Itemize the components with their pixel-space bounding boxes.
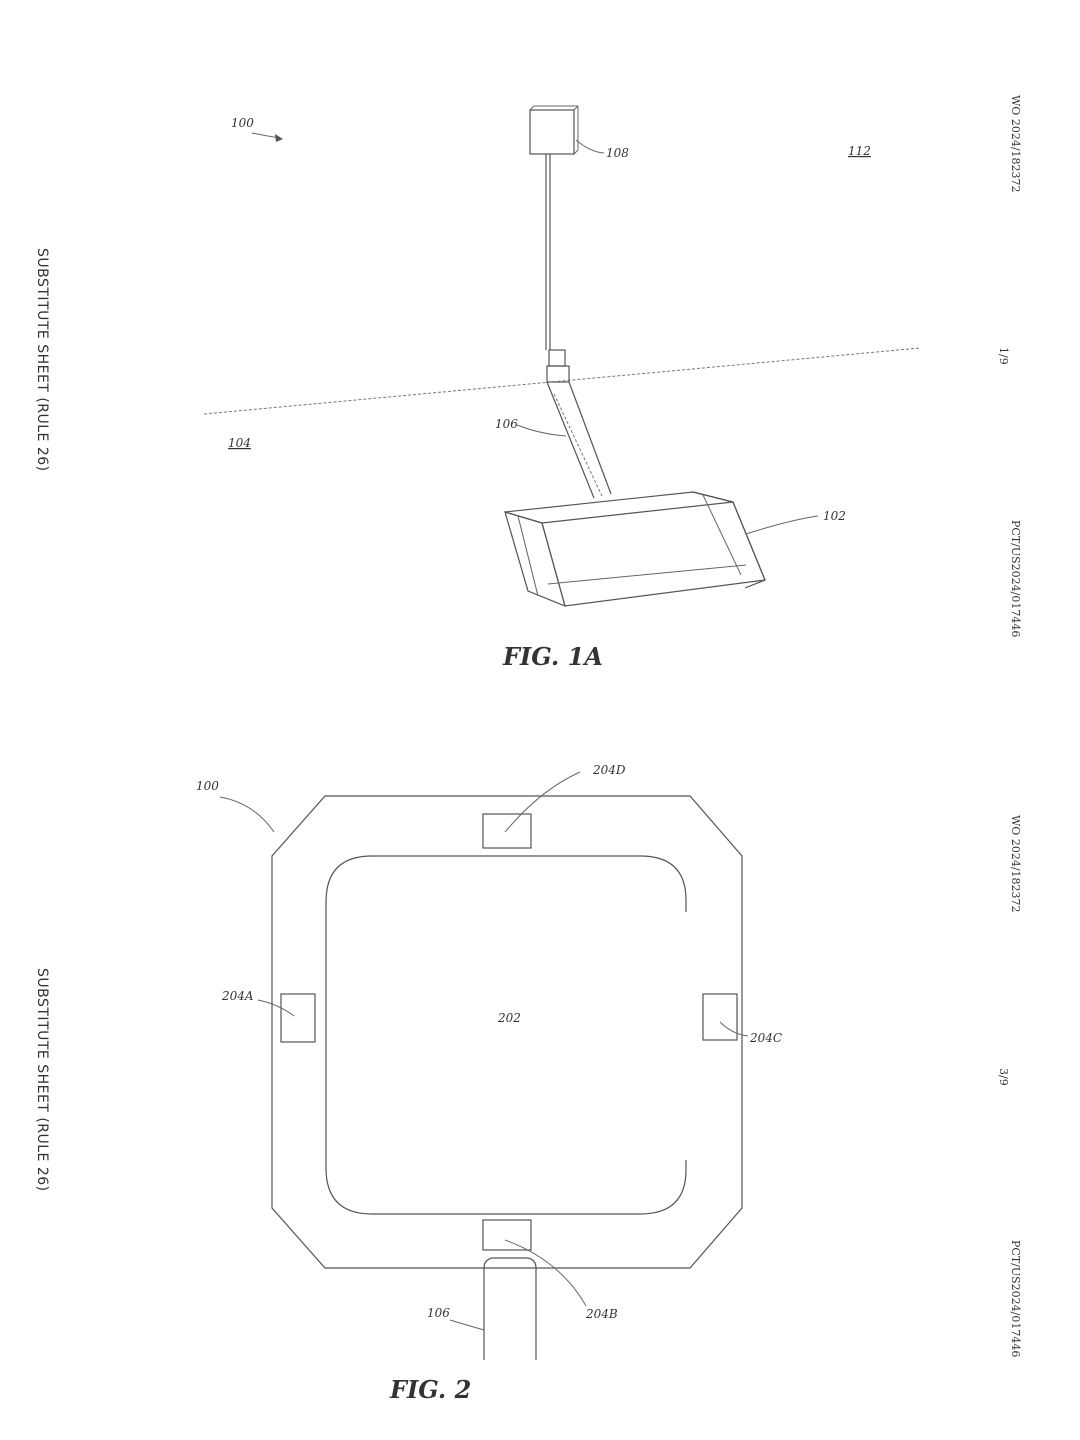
ref-100-label: 100: [231, 116, 254, 130]
base-unit-108: [529, 105, 579, 155]
surface-line: [203, 347, 921, 415]
tether-106: [546, 381, 612, 499]
pub-number-bottom: WO 2024/182372: [1009, 815, 1022, 913]
ref-204c-label: 204C: [749, 1031, 782, 1045]
caption-fig-1a: FIG. 1A: [502, 642, 603, 671]
ref-204b-label: 204B: [585, 1307, 618, 1321]
ref-204c-leader: [719, 1021, 749, 1037]
ref-100-leader-fig2: [219, 796, 275, 833]
ref-106-leader-1a: [516, 424, 567, 437]
sensor-204b: [482, 1219, 532, 1251]
page-number-top: 1/9: [997, 347, 1010, 365]
sensor-204a: [280, 993, 316, 1043]
figure-2: 100 202 204D 204A 204C 204B 106 FIG. 2: [196, 763, 782, 1404]
ref-204d-leader: [504, 771, 581, 833]
ref-106-label-1a: 106: [495, 417, 518, 431]
sensor-204d: [482, 813, 532, 849]
ref-108-leader: [575, 139, 605, 154]
app-number-bottom: PCT/US2024/017446: [1009, 1240, 1022, 1357]
page-number-bottom: 3/9: [997, 1068, 1010, 1086]
ref-204d-label: 204D: [592, 763, 626, 777]
ref-202-label: 202: [497, 1011, 521, 1025]
inner-panel-202: [325, 855, 687, 1215]
ref-204b-leader: [504, 1239, 587, 1307]
connector-upper: [548, 349, 566, 367]
ref-108-label: 108: [606, 146, 629, 160]
ref-104-label: 104: [228, 436, 251, 450]
side-label-bottom: SUBSTITUTE SHEET (RULE 26): [34, 968, 50, 1192]
ref-204a-label: 204A: [221, 989, 254, 1003]
ref-112-label: 112: [848, 144, 871, 158]
caption-fig-2: FIG. 2: [389, 1375, 471, 1404]
pub-number-top: WO 2024/182372: [1009, 95, 1022, 193]
app-number-top: PCT/US2024/017446: [1009, 520, 1022, 637]
ref-102-leader: [745, 515, 819, 535]
side-label-top: SUBSTITUTE SHEET (RULE 26): [34, 248, 50, 472]
ref-106-leader-fig2: [449, 1319, 485, 1331]
tether-106-fig2: [483, 1257, 537, 1360]
ref-106-label-fig2: 106: [427, 1306, 450, 1320]
connector-lower: [546, 365, 570, 383]
ref-100-label-fig2: 100: [196, 779, 219, 793]
ref-102-label: 102: [823, 509, 846, 523]
sensor-204c: [702, 993, 738, 1041]
outer-housing: [271, 795, 743, 1269]
ref-100-arrowhead: [275, 134, 283, 142]
float-body-102: [504, 491, 766, 608]
ref-204a-leader: [257, 999, 295, 1017]
figure-1a: 100 108 112 104: [203, 105, 921, 671]
